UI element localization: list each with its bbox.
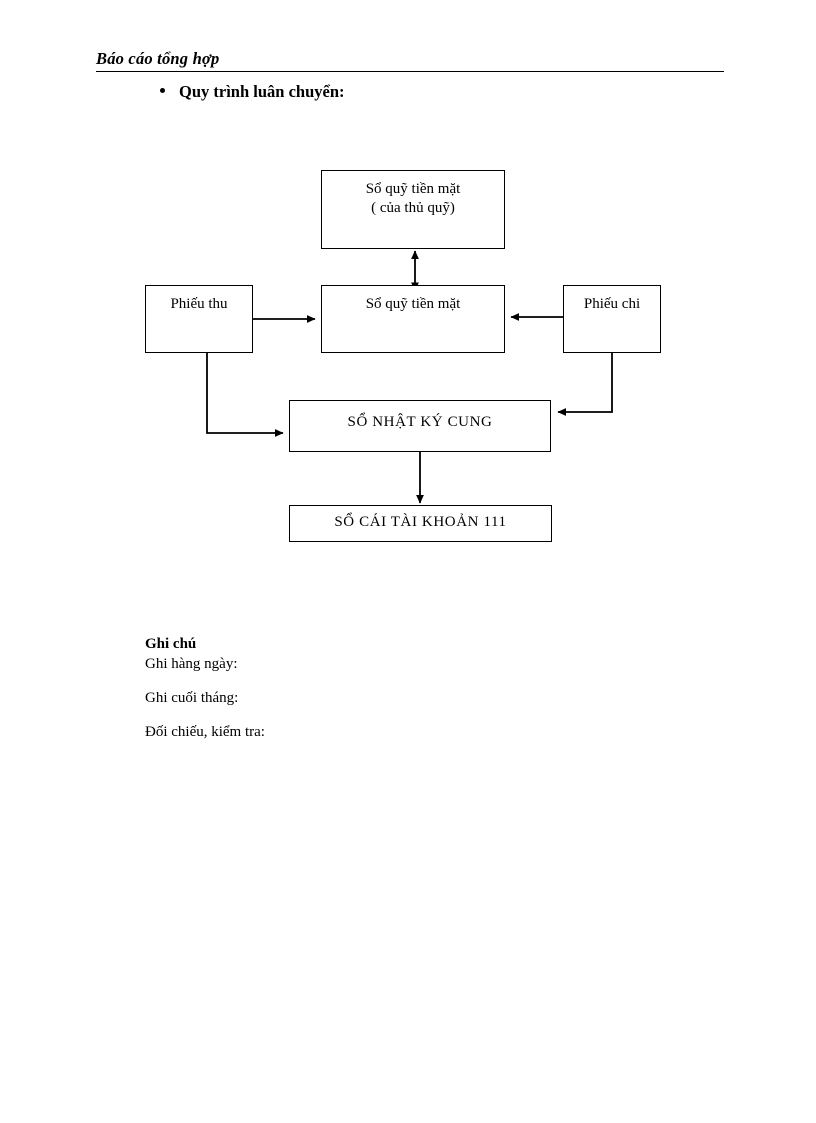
legend-title: Ghi chú (145, 636, 197, 652)
node-payment-voucher-label: Phiếu chi (583, 296, 641, 312)
document-header: Báo cáo tổng hợp (96, 49, 724, 72)
node-ledger-111-label: SỔ CÁI TÀI KHOẢN 111 (334, 514, 507, 530)
node-general-journal-label: SỔ NHẬT KÝ CUNG (347, 414, 493, 430)
node-cashbook-treasurer: Sổ quỹ tiền mặt ( của thủ quỹ) (321, 170, 505, 249)
node-general-journal: SỔ NHẬT KÝ CUNG (289, 400, 551, 452)
bullet-heading: Quy trình luân chuyển: (160, 82, 345, 102)
legend-section: Ghi chú Ghi hàng ngày: Ghi cuối tháng: Đ… (145, 636, 565, 758)
page-title: Báo cáo tổng hợp (96, 49, 220, 68)
connector-receipt-to-generaljournal (206, 353, 284, 437)
legend-item-monthly: Ghi cuối tháng: (145, 690, 239, 706)
flow-diagram: Sổ quỹ tiền mặt ( của thủ quỹ) Sổ quỹ ti… (145, 170, 661, 542)
bullet-dot-icon (160, 88, 165, 93)
legend-item-reconcile: Đối chiếu, kiểm tra: (145, 724, 265, 740)
node-cashbook-treasurer-line1: Sổ quỹ tiền mặt (365, 181, 461, 197)
node-payment-voucher: Phiếu chi (563, 285, 661, 353)
connector-payment-to-generaljournal (557, 353, 613, 416)
node-cashbook-treasurer-line2: ( của thủ quỹ) (371, 200, 455, 217)
legend-item-daily: Ghi hàng ngày: (145, 656, 238, 672)
node-receipt-voucher: Phiếu thu (145, 285, 253, 353)
node-cash-journal-label: Sổ quỹ tiền mặt (365, 296, 461, 312)
node-ledger-111: SỔ CÁI TÀI KHOẢN 111 (289, 505, 552, 542)
node-receipt-voucher-label: Phiếu thu (170, 296, 228, 312)
bullet-heading-label: Quy trình luân chuyển: (179, 82, 345, 101)
node-cash-journal: Sổ quỹ tiền mặt (321, 285, 505, 353)
header-divider (96, 70, 724, 72)
